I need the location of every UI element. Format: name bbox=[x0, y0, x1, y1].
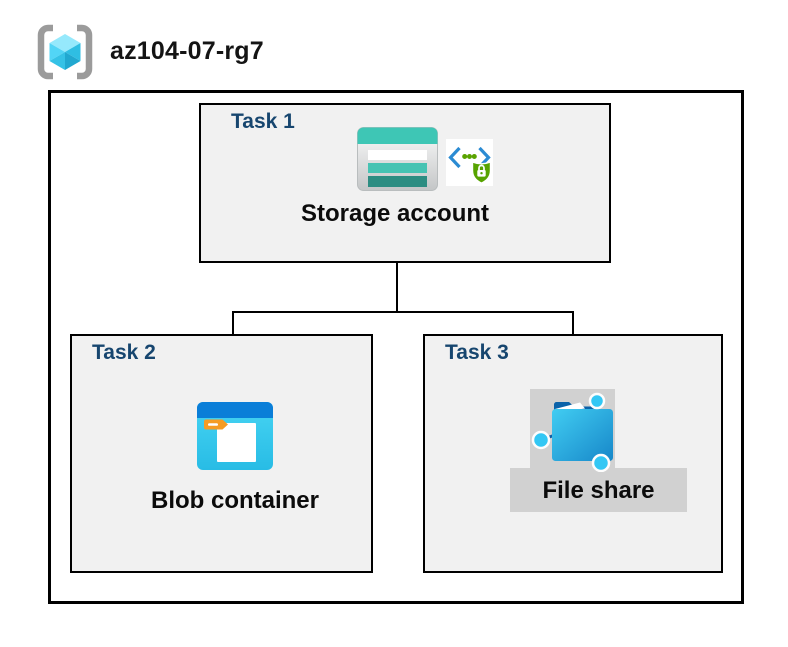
resource-group-icon bbox=[37, 24, 93, 80]
storage-account-label: Storage account bbox=[300, 200, 490, 227]
sas-lock-icon bbox=[446, 139, 493, 186]
task3-box bbox=[423, 334, 723, 573]
connector-horizontal bbox=[232, 311, 574, 313]
storage-account-icon bbox=[357, 127, 438, 191]
file-share-icon bbox=[531, 392, 613, 472]
connector-storage-stem bbox=[396, 262, 398, 313]
blob-container-label: Blob container bbox=[150, 487, 319, 514]
resource-group-title: az104-07-rg7 bbox=[110, 37, 264, 65]
task3-label: Task 3 bbox=[445, 341, 509, 364]
blob-container-icon bbox=[197, 402, 273, 470]
fileshare-label-highlight bbox=[510, 468, 687, 512]
file-share-label: File share bbox=[542, 477, 655, 504]
task2-label: Task 2 bbox=[92, 341, 156, 364]
task1-label: Task 1 bbox=[231, 110, 295, 133]
